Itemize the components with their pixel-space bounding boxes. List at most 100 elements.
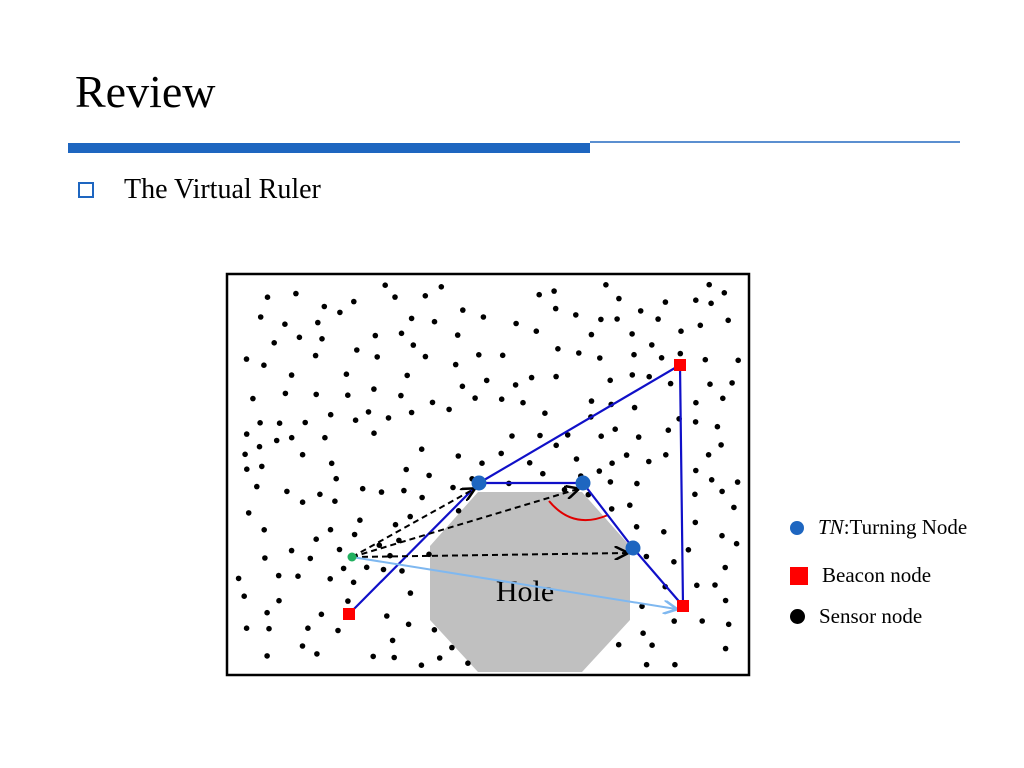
sensor-node <box>264 294 271 301</box>
sensor-node <box>410 342 417 348</box>
virtual-ruler-arrow <box>351 556 676 609</box>
sensor-node <box>398 330 405 337</box>
sensor-node-dot-icon <box>790 609 805 624</box>
sensor-node <box>385 415 392 421</box>
sensor-node <box>450 484 456 491</box>
sensor-node <box>357 517 363 523</box>
sensor-node <box>408 409 415 416</box>
arrow-to-tn1 <box>351 489 474 558</box>
sensor-node <box>735 357 741 364</box>
sensor-node <box>422 353 429 360</box>
sensor-node <box>372 332 379 339</box>
sensor-node <box>553 442 559 449</box>
sensor-node <box>725 317 731 324</box>
sensor-node <box>426 472 432 479</box>
turning-node-dot-icon <box>790 520 804 535</box>
hole-octagon <box>430 492 630 672</box>
sensor-node <box>371 386 377 392</box>
sensor-node <box>623 452 630 458</box>
sensor-node <box>694 582 700 589</box>
estimate-arrows <box>351 489 627 558</box>
sensor-node <box>722 645 729 652</box>
sensor-node <box>692 491 698 498</box>
sensor-node <box>533 328 540 335</box>
sensor-node <box>678 328 684 335</box>
sensor-node <box>392 294 398 300</box>
sensor-node <box>431 318 438 325</box>
sensor-node <box>429 399 436 406</box>
sensor-node <box>264 653 270 659</box>
sensor-node <box>335 627 341 634</box>
sensor-node <box>431 627 438 633</box>
sensor-node <box>460 307 466 313</box>
sensor-node <box>244 466 250 473</box>
sensor-node <box>719 532 725 539</box>
sensor-node <box>446 406 452 413</box>
sensor-node <box>627 502 633 509</box>
sensor-node <box>513 320 519 327</box>
sensor-node <box>555 346 561 352</box>
sensor-node <box>282 321 288 328</box>
sensor-node <box>284 488 290 495</box>
sensor-node <box>646 458 652 465</box>
sensor-node <box>465 660 471 666</box>
sensor-node <box>631 351 637 358</box>
sensor-node <box>257 314 264 320</box>
sensor-node <box>288 434 295 441</box>
sensor-node <box>370 653 377 660</box>
sensor-node <box>634 480 640 487</box>
sensor-node <box>729 380 735 386</box>
sensor-node <box>449 644 455 651</box>
turning-node <box>575 475 591 491</box>
sensor-node <box>256 443 263 450</box>
page-title: Review <box>75 66 216 117</box>
sensor-node <box>264 609 270 616</box>
sensor-node <box>275 572 282 579</box>
sensor-node <box>649 642 655 648</box>
sensor-node <box>588 398 595 404</box>
sensor-node <box>699 618 705 624</box>
sensor-node <box>261 527 268 533</box>
sensor-node <box>332 498 338 505</box>
sensor-node <box>259 463 265 470</box>
sensor-node <box>374 354 381 360</box>
legend-beacon-node: Beacon node <box>790 563 931 588</box>
sensor-node <box>313 536 320 542</box>
sensor-node <box>452 361 459 368</box>
sensor-node <box>408 315 415 322</box>
sensor-node <box>389 637 396 644</box>
sensor-node <box>631 404 638 411</box>
sensor-node <box>459 383 466 390</box>
sensor-node <box>643 553 650 560</box>
sensor-node <box>649 342 655 348</box>
sensor-node <box>662 299 669 305</box>
sensor-node <box>629 331 635 337</box>
sensor-node <box>615 641 622 648</box>
sensor-node <box>640 630 646 636</box>
sensor-node <box>663 452 669 458</box>
bullet-item: The Virtual Ruler <box>78 172 321 208</box>
sensor-node <box>603 282 609 288</box>
sensor-node <box>588 331 595 338</box>
sensor-node <box>371 430 377 437</box>
sensor-node <box>573 312 579 318</box>
sensor-node <box>671 559 677 565</box>
sensor-node <box>359 485 366 492</box>
sensor-node <box>282 390 289 397</box>
hole-label: Hole <box>496 575 554 608</box>
sensor-node <box>731 504 737 511</box>
sensor-node <box>436 655 443 661</box>
sensor-node <box>336 546 343 553</box>
title-rule-thin <box>590 141 960 143</box>
sensor-node <box>480 314 487 320</box>
sensor-node <box>733 540 740 547</box>
sensor-node <box>288 372 295 378</box>
sensor-node <box>399 568 405 574</box>
sensor-node <box>597 355 603 361</box>
sensor-node <box>637 308 644 314</box>
sensor-node <box>266 625 272 632</box>
sensor-node <box>293 290 299 297</box>
sensor-node <box>276 420 283 427</box>
sensor-node <box>398 392 404 399</box>
sensor-node <box>321 303 328 310</box>
